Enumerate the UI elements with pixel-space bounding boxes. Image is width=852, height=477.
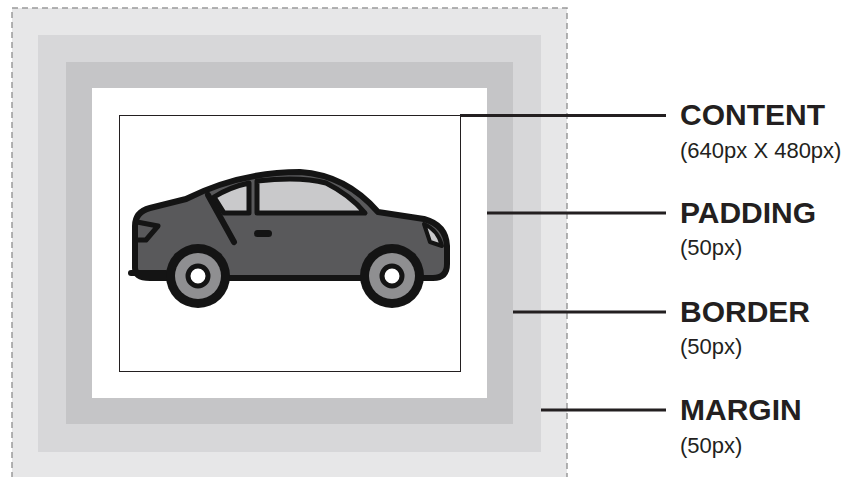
spoiler-line — [131, 270, 166, 276]
front-hub — [382, 266, 402, 286]
door-handle — [254, 230, 272, 237]
door-line — [208, 195, 234, 242]
rear-rim — [175, 253, 221, 299]
content-area — [120, 116, 461, 372]
part-name: MARGIN — [680, 395, 802, 425]
leader-line — [460, 114, 666, 117]
dimension-label: (640px X 480px) — [680, 140, 841, 162]
dimension-label: (50px) — [680, 237, 742, 259]
outer-area — [12, 8, 567, 477]
front-rim — [369, 253, 415, 299]
leader-lines — [460, 116, 666, 411]
margin-band — [38, 35, 541, 452]
leader-line — [513, 311, 666, 314]
front-tyre — [360, 244, 424, 308]
part-name: BORDER — [680, 297, 810, 327]
car-illustration — [131, 172, 447, 308]
rear-window — [214, 183, 249, 213]
rear-hub — [188, 266, 208, 286]
part-name: CONTENT — [680, 100, 825, 130]
dimension-label: (50px) — [680, 336, 742, 358]
border-band — [66, 62, 513, 424]
padding-area — [92, 88, 487, 398]
dimension-label: (50px) — [680, 435, 742, 457]
front-window — [257, 179, 365, 213]
leader-line — [541, 409, 666, 412]
tail-light — [137, 222, 158, 240]
leader-line — [487, 212, 666, 215]
part-name: PADDING — [680, 198, 816, 228]
head-light — [424, 224, 442, 246]
rear-tyre — [166, 244, 230, 308]
